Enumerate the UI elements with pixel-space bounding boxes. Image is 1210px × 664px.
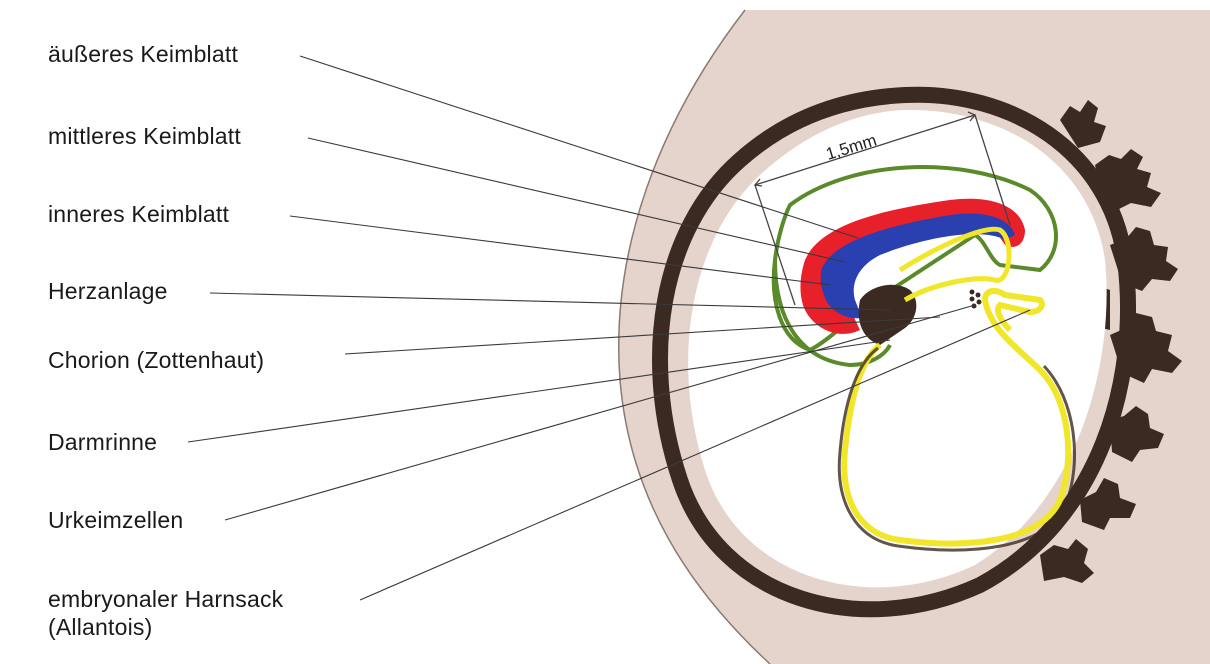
label-outer-germ-layer: äußeres Keimblatt — [48, 40, 238, 68]
label-gut-groove: Darmrinne — [48, 428, 157, 456]
label-allantois-line2: (Allantois) — [48, 613, 152, 641]
label-primordial-germ-cells: Urkeimzellen — [48, 506, 183, 534]
label-chorion: Chorion (Zottenhaut) — [48, 346, 264, 374]
label-inner-germ-layer: inneres Keimblatt — [48, 200, 229, 228]
label-middle-germ-layer: mittleres Keimblatt — [48, 122, 241, 150]
label-heart-anlage: Herzanlage — [48, 277, 168, 305]
label-allantois-line1: embryonaler Harnsack — [48, 585, 283, 613]
